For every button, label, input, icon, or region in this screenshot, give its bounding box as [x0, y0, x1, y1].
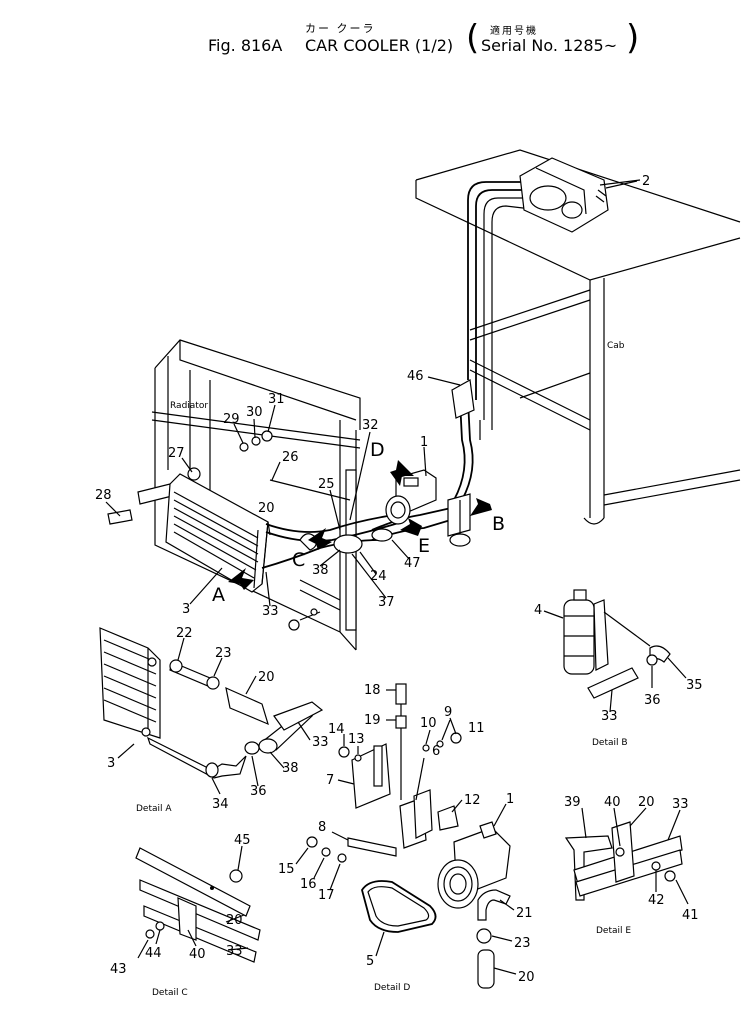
callout: 30	[246, 405, 263, 420]
figure-number: Fig. 816A	[208, 36, 283, 55]
callout: 33	[312, 735, 329, 750]
callout: 2	[642, 174, 650, 189]
detail-e-label: Detail E	[596, 926, 631, 936]
callout: 33	[672, 797, 689, 812]
callout: 43	[110, 962, 127, 977]
callout: 1	[420, 435, 428, 450]
callout: 20	[226, 913, 243, 928]
view-letter-a: A	[212, 584, 225, 606]
detail-a-drawing	[99, 627, 324, 779]
callout: 41	[682, 908, 699, 923]
callout: 39	[564, 795, 581, 810]
refrigerant-hoses	[261, 379, 475, 569]
callout: 25	[318, 477, 335, 492]
callout: 22	[176, 626, 193, 641]
callout: 18	[364, 683, 381, 698]
callout: 45	[234, 833, 251, 848]
callout: 7	[326, 773, 334, 788]
callout: 16	[300, 877, 317, 892]
callout: 17	[318, 888, 335, 903]
callout: 23	[215, 646, 232, 661]
callout: 33	[262, 604, 279, 619]
callout: 28	[95, 488, 112, 503]
compressor	[385, 469, 437, 525]
callout: 37	[378, 595, 395, 610]
diagram-title: CAR COOLER (1/2)	[305, 36, 454, 55]
callout: 38	[312, 563, 329, 578]
callout: 36	[250, 784, 267, 799]
callout: 47	[404, 556, 421, 571]
callout: 44	[145, 946, 162, 961]
callout: 33	[601, 709, 618, 724]
text-labels: Cab Radiator Detail A Detail B Detail C …	[95, 174, 703, 998]
callout: 3	[107, 756, 115, 771]
callout: 46	[407, 369, 424, 384]
view-letter-d: D	[370, 439, 385, 461]
callout: 21	[516, 906, 533, 921]
view-letter-b: B	[492, 513, 505, 535]
receiver-drier	[447, 493, 471, 547]
callout: 29	[223, 412, 240, 427]
callout: 19	[364, 713, 381, 728]
callout: 13	[348, 732, 365, 747]
leader-lines	[105, 180, 689, 975]
callout: 23	[514, 936, 531, 951]
callout: 12	[464, 793, 481, 808]
callout: 35	[686, 678, 703, 693]
detail-d-drawing	[306, 683, 511, 989]
japanese-serial-label: 適用号機	[490, 26, 538, 37]
detail-b-label: Detail B	[592, 738, 628, 748]
callout: 20	[638, 795, 655, 810]
view-letter-e: E	[418, 535, 430, 557]
callout: 42	[648, 893, 665, 908]
detail-b-drawing	[563, 589, 671, 699]
callout: 20	[518, 970, 535, 985]
callout: 24	[370, 569, 387, 584]
callout: 36	[644, 693, 661, 708]
detail-a-label: Detail A	[136, 804, 172, 814]
callout: 6	[432, 744, 440, 759]
callout: 4	[534, 603, 542, 618]
callout: 31	[268, 392, 285, 407]
detail-d-label: Detail D	[374, 983, 410, 993]
callout: 11	[468, 721, 485, 736]
blower-unit	[519, 157, 641, 233]
radiator-label: Radiator	[170, 401, 208, 411]
callout: 32	[362, 418, 379, 433]
callout: 26	[282, 450, 299, 465]
detail-e-drawing	[564, 821, 683, 901]
callout: 38	[282, 761, 299, 776]
callout: 20	[258, 501, 275, 516]
callout: 3	[182, 602, 190, 617]
callout: 1	[506, 792, 514, 807]
callout: 34	[212, 797, 229, 812]
callout: 9	[444, 705, 452, 720]
detail-c-drawing	[135, 847, 261, 963]
callout: 10	[420, 716, 437, 731]
callout: 40	[604, 795, 621, 810]
callout: 27	[168, 446, 185, 461]
close-paren: )	[626, 18, 640, 58]
japanese-title: カー クーラ	[305, 22, 376, 35]
detail-c-label: Detail C	[152, 988, 188, 998]
serial-number: Serial No. 1285~	[481, 36, 618, 55]
callout: 15	[278, 862, 295, 877]
open-paren: (	[466, 18, 480, 58]
callout: 33	[226, 944, 243, 959]
cab-structure	[415, 149, 741, 525]
callout: 8	[318, 820, 326, 835]
callout: 40	[189, 947, 206, 962]
view-arrows	[228, 460, 492, 590]
callout: 14	[328, 722, 345, 737]
cab-label: Cab	[607, 341, 625, 351]
callout: 20	[258, 670, 275, 685]
callout: 5	[366, 954, 374, 969]
view-letter-c: C	[292, 549, 305, 571]
